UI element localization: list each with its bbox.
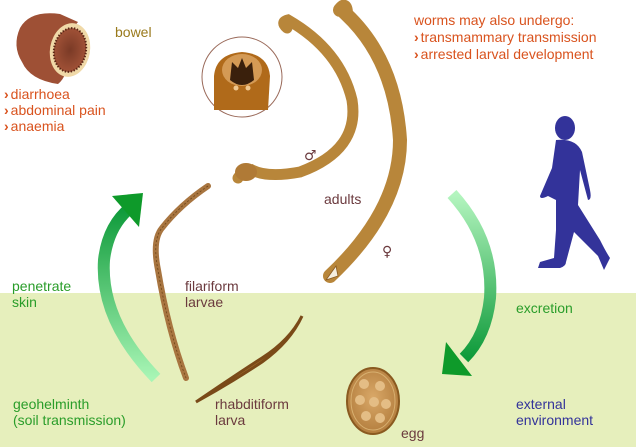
excretion-label: excretion <box>516 300 573 316</box>
female-adult-worm <box>323 0 408 283</box>
adults-label: adults <box>324 191 362 207</box>
rhabditiform-label-line1: rhabditiform <box>215 396 289 412</box>
symptom-abdominal-pain: abdominal pain <box>4 102 106 118</box>
bowel-label: bowel <box>115 24 152 40</box>
environment-label-line2: environment <box>516 412 594 428</box>
penetrate-label-line1: penetrate <box>12 278 72 294</box>
rhabditiform-label-line2: larva <box>215 412 246 428</box>
environment-label-line1: external <box>516 396 566 412</box>
soil-band <box>0 293 636 447</box>
egg-illustration <box>346 367 400 435</box>
human-silhouette-icon <box>538 116 610 270</box>
filariform-label-line1: filariform <box>185 278 239 294</box>
notes-heading: worms may also undergo: <box>414 12 575 28</box>
bowel-illustration <box>16 13 91 84</box>
male-symbol-icon: ♂ <box>304 148 317 164</box>
penetrate-skin-arrow <box>97 203 161 383</box>
symptom-anaemia: anaemia <box>4 118 65 134</box>
female-tail-tip <box>324 265 339 281</box>
female-symbol-icon: ♀ <box>382 244 393 260</box>
excretion-arrow <box>447 189 497 363</box>
male-tail-bursa <box>235 163 257 181</box>
symptom-diarrhoea: diarrhoea <box>4 86 70 102</box>
penetrate-label-line2: skin <box>12 294 37 310</box>
note-transmammary: transmammary transmission <box>414 29 597 45</box>
geohelminth-label-line2: (soil transmission) <box>13 412 126 428</box>
rhabditiform-larva <box>195 315 304 404</box>
note-arrested-development: arrested larval development <box>414 46 594 62</box>
geohelminth-label-line1: geohelminth <box>13 396 90 412</box>
penetrate-skin-arrowhead <box>112 193 143 227</box>
filariform-label-line2: larvae <box>185 294 224 310</box>
egg-label: egg <box>401 425 425 441</box>
mouth-closeup <box>201 36 283 118</box>
excretion-arrowhead <box>442 342 472 376</box>
